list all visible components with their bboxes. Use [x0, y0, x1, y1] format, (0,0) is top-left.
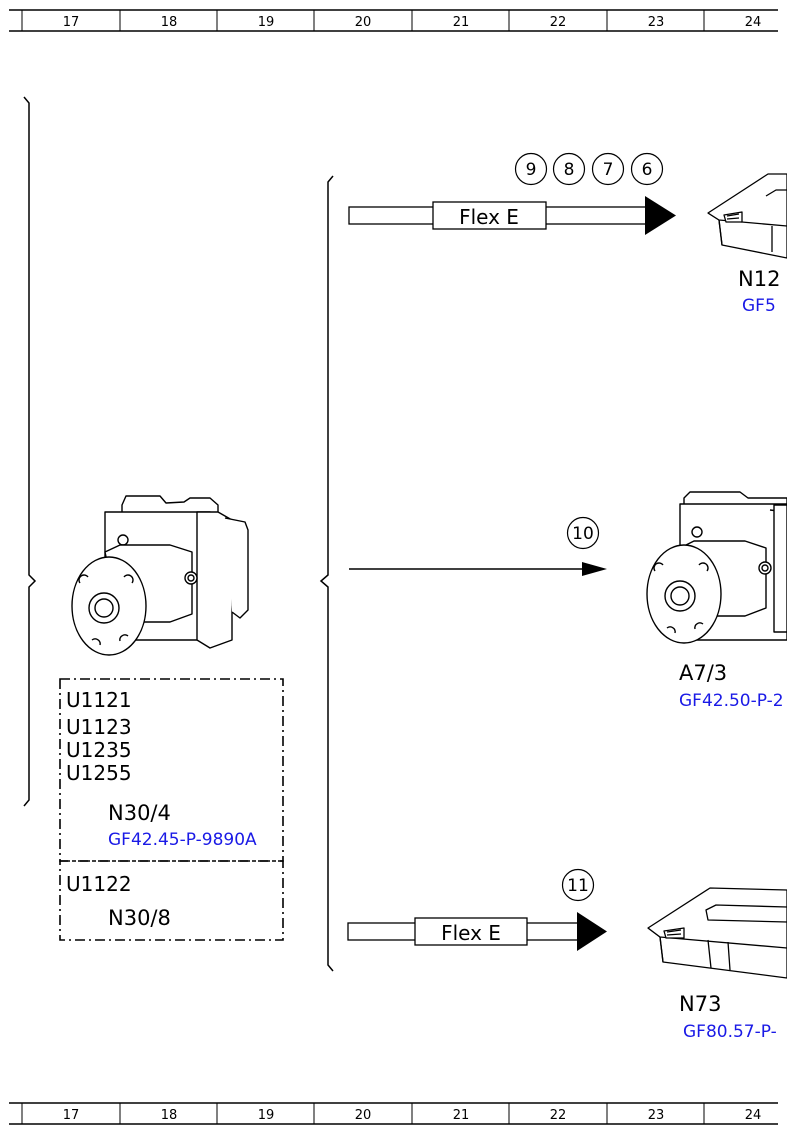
ruler-top-col-23: 23: [648, 15, 665, 30]
abs-unit-icon: [646, 491, 787, 644]
ruler-top-col-18: 18: [161, 15, 178, 30]
signal-number: 8: [564, 160, 575, 180]
signal-number: 6: [642, 160, 653, 180]
signal-group-1: 9 8 7 6: [514, 152, 664, 186]
signal-group-3: 11: [561, 868, 595, 902]
ruler-bottom-col-24: 24: [745, 1108, 762, 1123]
component-label: N30/8: [108, 906, 171, 930]
signal-group-2: 10: [566, 516, 600, 550]
middle-brace: [319, 175, 334, 972]
bus-arrow-flex-e: Flex E: [348, 196, 676, 235]
signal-number: 11: [567, 876, 589, 896]
control-unit-icon: [647, 887, 787, 979]
bottom-ruler: 17 18 19 20 21 22 23 24: [9, 1102, 778, 1125]
ruler-bottom-col-20: 20: [355, 1108, 372, 1123]
bus-arrow-flex-e: Flex E: [347, 912, 607, 951]
component-label: N12: [738, 267, 780, 291]
ruler-top-col-17: 17: [63, 15, 80, 30]
component-label: N30/4: [108, 801, 171, 825]
document-link[interactable]: GF42.50-P-2: [679, 691, 784, 711]
bus-label: Flex E: [441, 921, 501, 945]
top-ruler: 17 18 19 20 21 22 23 24: [9, 9, 778, 32]
component-label: A7/3: [679, 661, 727, 685]
ruler-top-col-20: 20: [355, 15, 372, 30]
bus-label: Flex E: [459, 205, 519, 229]
fault-code: U1122: [66, 872, 132, 896]
fault-code: U1121: [66, 688, 132, 712]
ruler-top-col-21: 21: [453, 15, 470, 30]
signal-number: 10: [572, 524, 594, 544]
source-box-1: [59, 678, 284, 862]
fault-code: U1255: [66, 761, 132, 785]
ruler-top-col-24: 24: [745, 15, 762, 30]
ruler-bottom-col-18: 18: [161, 1108, 178, 1123]
ruler-top-col-19: 19: [258, 15, 275, 30]
ruler-bottom-col-23: 23: [648, 1108, 665, 1123]
control-unit-icon: [707, 173, 787, 259]
signal-arrow: [349, 562, 607, 576]
ruler-bottom-col-19: 19: [258, 1108, 275, 1123]
ruler-bottom-col-22: 22: [550, 1108, 567, 1123]
document-link[interactable]: GF5: [742, 296, 776, 316]
abs-unit-icon: [71, 495, 249, 656]
fault-code: U1123: [66, 715, 132, 739]
source-box-2: [59, 860, 284, 941]
left-brace: [23, 96, 37, 807]
ruler-bottom-col-21: 21: [453, 1108, 470, 1123]
fault-code: U1235: [66, 738, 132, 762]
signal-number: 9: [526, 160, 537, 180]
signal-number: 7: [603, 160, 614, 180]
component-label: N73: [679, 992, 721, 1016]
document-link[interactable]: GF42.45-P-9890A: [108, 830, 257, 850]
ruler-top-col-22: 22: [550, 15, 567, 30]
document-link[interactable]: GF80.57-P-: [683, 1022, 777, 1042]
ruler-bottom-col-17: 17: [63, 1108, 80, 1123]
